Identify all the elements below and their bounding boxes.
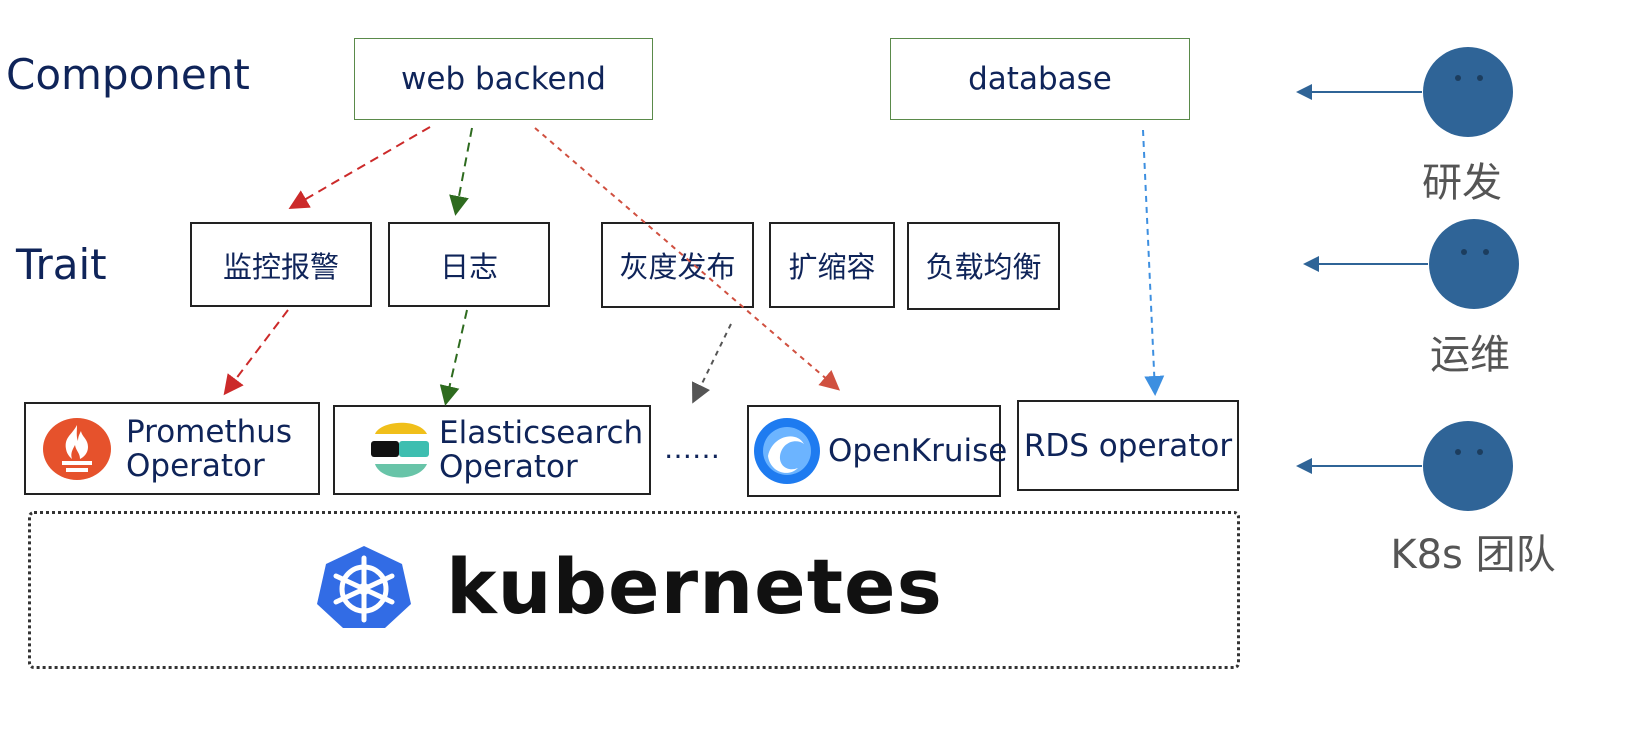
layer-label-component: Component [6, 50, 250, 99]
trait-scaling-label: 扩缩容 [788, 250, 876, 284]
operator-prometheus-line1: Promethus [126, 413, 293, 450]
arrow-web-to-openkruise [534, 127, 841, 391]
operator-elasticsearch-line1: Elasticsearch [439, 415, 644, 451]
operator-rds: RDS operator [1017, 400, 1239, 491]
trait-monitoring-label: 监控报警 [222, 249, 339, 284]
kubernetes-wordmark: kubernetes [446, 542, 943, 631]
operator-prometheus-line2: Operator [126, 447, 265, 484]
trait-scaling: 扩缩容 [769, 222, 895, 308]
layer-label-trait: Trait [16, 240, 107, 289]
arrow-database-to-rds [1142, 129, 1165, 396]
operator-rds-label: RDS operator [1023, 427, 1233, 464]
role-label-k8s-team: K8s 团队 [1390, 532, 1556, 578]
trait-load-balancing: 负载均衡 [907, 222, 1060, 310]
operator-openkruise-label: OpenKruise [828, 433, 1008, 469]
operator-elasticsearch: Elasticsearch Operator [333, 405, 651, 495]
openkruise-logo-icon [754, 418, 820, 484]
role-label-ops: 运维 [1430, 332, 1510, 378]
component-database-label: database [968, 61, 1112, 97]
person-head-icon [1423, 47, 1513, 137]
arrow-monitoring-to-prometheus [223, 309, 289, 396]
component-web-backend: web backend [354, 38, 653, 120]
trait-load-balancing-label: 负载均衡 [925, 250, 1042, 284]
person-head-icon [1423, 421, 1513, 511]
component-web-backend-label: web backend [401, 61, 606, 97]
arrow-web-to-logging [449, 127, 473, 216]
operator-ellipsis: …… [664, 432, 720, 465]
arrow-web-to-monitoring [288, 126, 431, 210]
prometheus-flame-icon [43, 417, 111, 480]
arrow-logging-to-elasticsearch [439, 309, 468, 406]
kubernetes-helm-icon [317, 546, 411, 628]
trait-logging: 日志 [388, 222, 550, 307]
kubernetes-platform [28, 511, 1240, 669]
trait-monitoring: 监控报警 [190, 222, 372, 307]
arrow-canary-to-ellipsis [692, 323, 732, 404]
person-head-icon [1429, 219, 1519, 309]
elasticsearch-logo-icon [371, 422, 429, 478]
role-label-dev: 研发 [1422, 160, 1502, 206]
component-database: database [890, 38, 1190, 120]
trait-canary-label: 灰度发布 [619, 250, 736, 284]
trait-logging-label: 日志 [439, 249, 498, 284]
operator-prometheus: Promethus Operator [24, 402, 320, 495]
operator-openkruise: OpenKruise [747, 405, 1007, 497]
operator-elasticsearch-line2: Operator [439, 449, 578, 485]
